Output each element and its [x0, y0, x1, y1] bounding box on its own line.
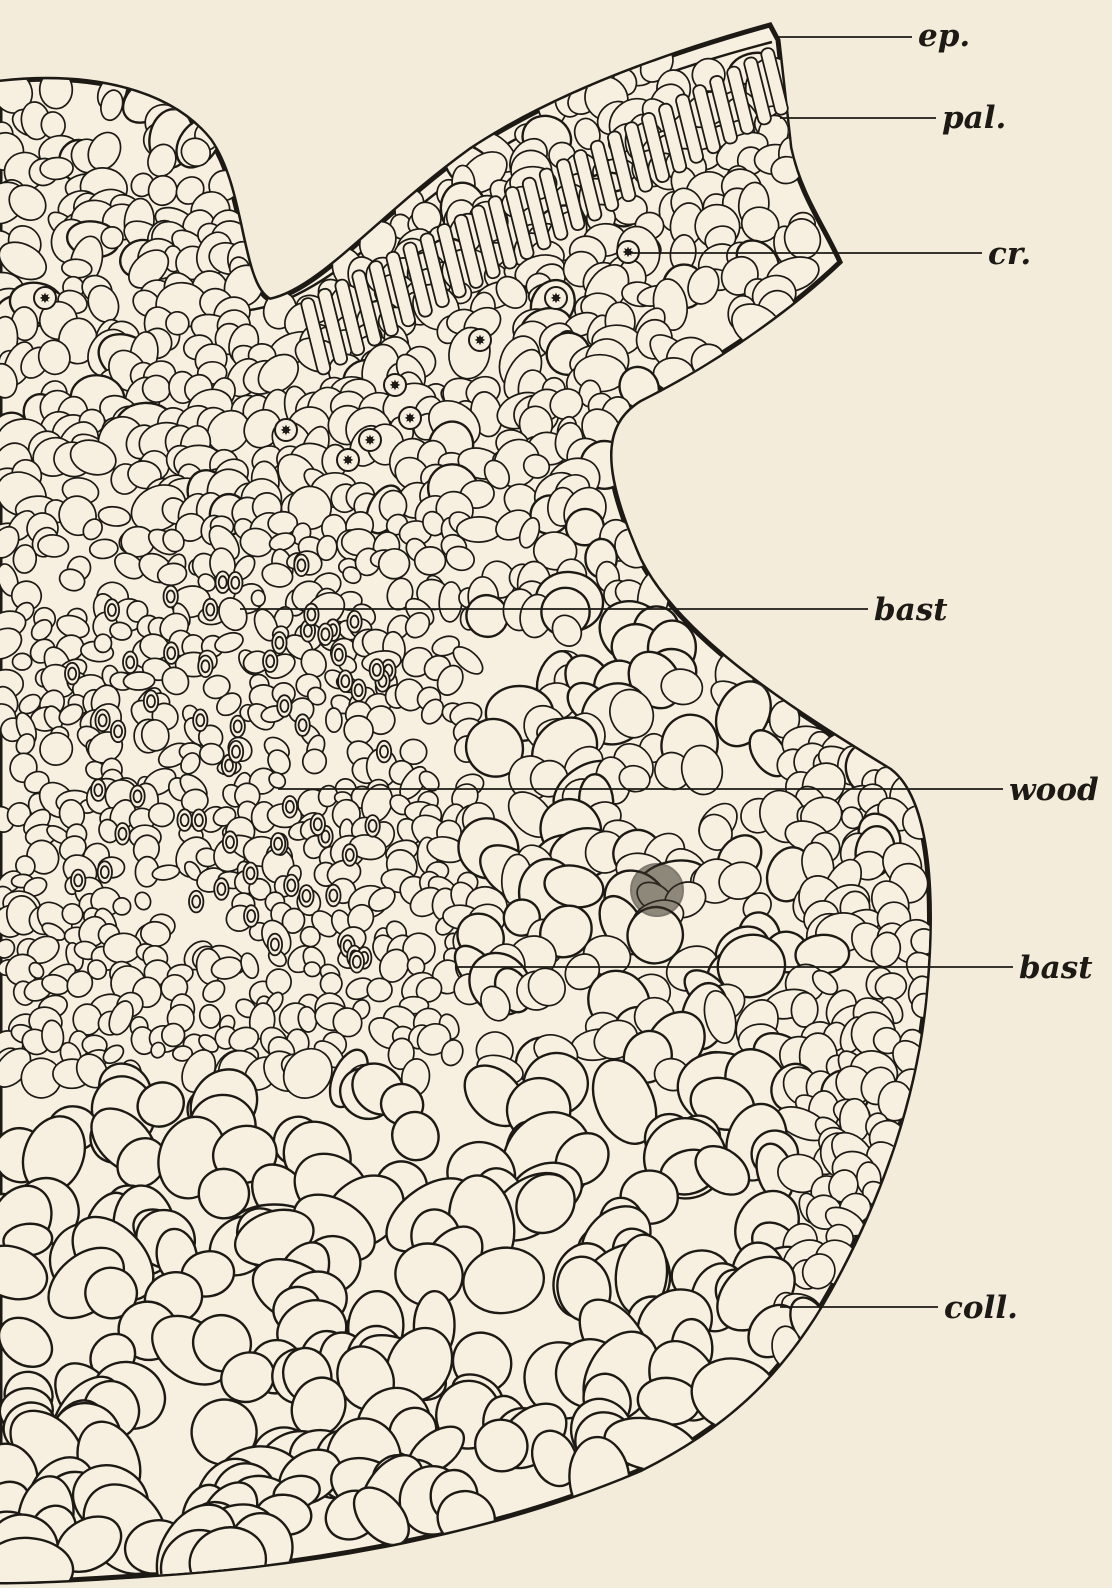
crystal-icon: ✸: [474, 333, 486, 349]
wood-vessel: [195, 814, 203, 826]
label-cr: cr.: [988, 236, 1031, 272]
wood-vessel: [302, 890, 310, 902]
wood-vessel: [99, 714, 107, 726]
wood-vessel: [192, 896, 200, 908]
crystal-icon: ✸: [342, 453, 354, 469]
wood-vessel: [167, 647, 175, 659]
wood-vessel: [335, 649, 343, 661]
wood-vessel: [232, 746, 240, 758]
label-coll: coll.: [944, 1290, 1018, 1326]
label-bast-lower: bast: [1019, 950, 1093, 986]
tissue-cell: [113, 898, 131, 915]
tissue-cell: [94, 634, 111, 652]
wood-vessel: [74, 874, 82, 886]
wood-vessel: [231, 577, 239, 589]
wood-vessel: [68, 668, 76, 680]
wood-vessel: [94, 784, 102, 796]
tissue-cell: [367, 978, 392, 1001]
wood-vessel: [201, 660, 209, 672]
tissue-cell: [326, 708, 342, 732]
wood-vessel: [126, 656, 134, 668]
tissue-cell: [12, 653, 31, 670]
wood-vessel: [299, 719, 307, 731]
crystal-icon: ✸: [280, 423, 292, 439]
wood-vessel: [108, 604, 116, 616]
crystal-icon: ✸: [39, 291, 51, 307]
wood-vessel: [373, 664, 381, 676]
crystal-icon: ✸: [550, 291, 562, 307]
label-wood: wood: [1009, 772, 1099, 808]
tissue-cell: [251, 590, 265, 606]
label-bast-upper: bast: [874, 592, 948, 628]
wood-vessel: [380, 746, 388, 758]
wood-vessel: [286, 801, 294, 813]
wood-vessel: [234, 720, 242, 732]
wood-vessel: [247, 910, 255, 922]
tissue-cell: [101, 227, 123, 249]
wood-vessel: [101, 866, 109, 878]
wood-vessel: [287, 879, 295, 891]
wood-vessel: [217, 883, 225, 895]
label-pal: pal.: [942, 100, 1006, 136]
wood-vessel: [355, 684, 363, 696]
wood-vessel: [329, 890, 337, 902]
wood-vessel: [346, 849, 354, 861]
wood-vessel: [114, 725, 122, 737]
wood-vessel: [181, 814, 189, 826]
wood-vessel: [119, 828, 127, 840]
wood-vessel: [304, 625, 312, 637]
wood-vessel: [341, 675, 349, 687]
wood-vessel: [353, 956, 361, 968]
tissue-cell: [414, 546, 446, 575]
tissue-cell: [39, 70, 72, 109]
wood-vessel: [314, 818, 322, 830]
wood-vessel: [219, 576, 227, 588]
wood-vessel: [351, 616, 359, 628]
wood-vessel: [134, 790, 142, 802]
wood-vessel: [147, 695, 155, 707]
wood-vessel: [321, 628, 329, 640]
crystal-icon: ✸: [364, 433, 376, 449]
wood-vessel: [196, 714, 204, 726]
wood-vessel: [369, 820, 377, 832]
wood-vessel: [275, 637, 283, 649]
wood-vessel: [266, 655, 274, 667]
stippled-cell: [631, 864, 683, 916]
wood-vessel: [307, 609, 315, 621]
crystal-icon: ✸: [389, 378, 401, 394]
wood-vessel: [206, 604, 214, 616]
wood-vessel: [226, 836, 234, 848]
tissue-cell: [123, 671, 155, 690]
wood-vessel: [280, 700, 288, 712]
crystal-icon: ✸: [404, 411, 416, 427]
wood-vessel: [297, 559, 305, 571]
wood-vessel: [274, 838, 282, 850]
label-ep: ep.: [918, 18, 970, 54]
wood-vessel: [247, 867, 255, 879]
wood-vessel: [167, 591, 175, 603]
wood-vessel: [271, 939, 279, 951]
